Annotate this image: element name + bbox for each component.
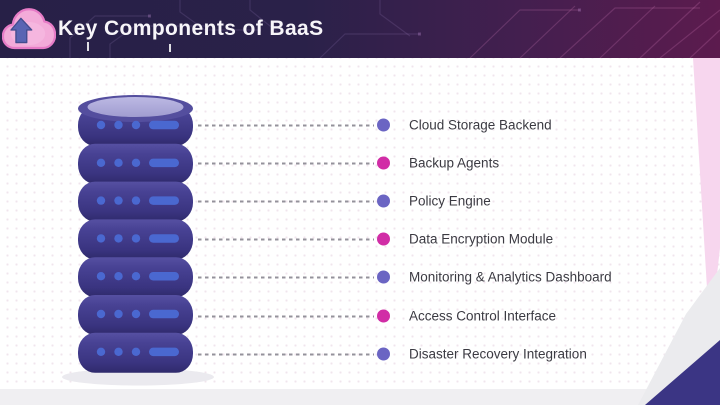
component-row: Data Encryption Module <box>198 232 553 247</box>
component-row: Disaster Recovery Integration <box>198 347 587 362</box>
database-disks <box>78 106 193 373</box>
component-row: Backup Agents <box>198 156 499 171</box>
component-row: Monitoring & Analytics Dashboard <box>198 270 612 285</box>
component-label: Cloud Storage Backend <box>409 117 552 133</box>
bullet-dot <box>377 270 390 284</box>
component-row: Cloud Storage Backend <box>198 118 552 133</box>
connector-dashed-line <box>198 124 374 126</box>
component-label: Disaster Recovery Integration <box>409 346 587 362</box>
bullet-dot <box>377 309 390 323</box>
component-label: Policy Engine <box>409 193 491 209</box>
bullet-dot <box>377 194 390 208</box>
bullet-dot <box>377 156 390 170</box>
connector-dashed-line <box>198 276 374 278</box>
cloud-upload-icon <box>2 8 56 50</box>
component-label: Data Encryption Module <box>409 231 554 247</box>
connector-dashed-line <box>198 238 374 240</box>
slide-header: Key Components of BaaS <box>0 0 720 58</box>
component-label: Monitoring & Analytics Dashboard <box>409 269 612 285</box>
floor-strip <box>0 389 720 405</box>
database-lights <box>96 120 179 357</box>
connector-dashed-line <box>198 162 374 164</box>
connector-dashed-line <box>198 353 374 355</box>
connector-dashed-line <box>198 200 374 202</box>
database-top-cap <box>78 95 193 122</box>
circuit-pattern-decoration <box>69 0 720 58</box>
content-area: Cloud Storage Backend Backup Agents Poli… <box>0 58 720 405</box>
page-title: Key Components of BaaS <box>58 17 324 40</box>
component-label: Access Control Interface <box>409 308 557 324</box>
upload-arrow-icon <box>10 17 33 44</box>
bullet-dot <box>377 347 390 361</box>
component-row: Access Control Interface <box>198 309 556 324</box>
component-label: Backup Agents <box>409 155 500 171</box>
connector-dashed-line <box>198 315 374 317</box>
bullet-dot <box>377 232 390 246</box>
bullet-dot <box>377 118 390 132</box>
component-row: Policy Engine <box>198 194 491 209</box>
database-stack-illustration <box>62 95 214 386</box>
